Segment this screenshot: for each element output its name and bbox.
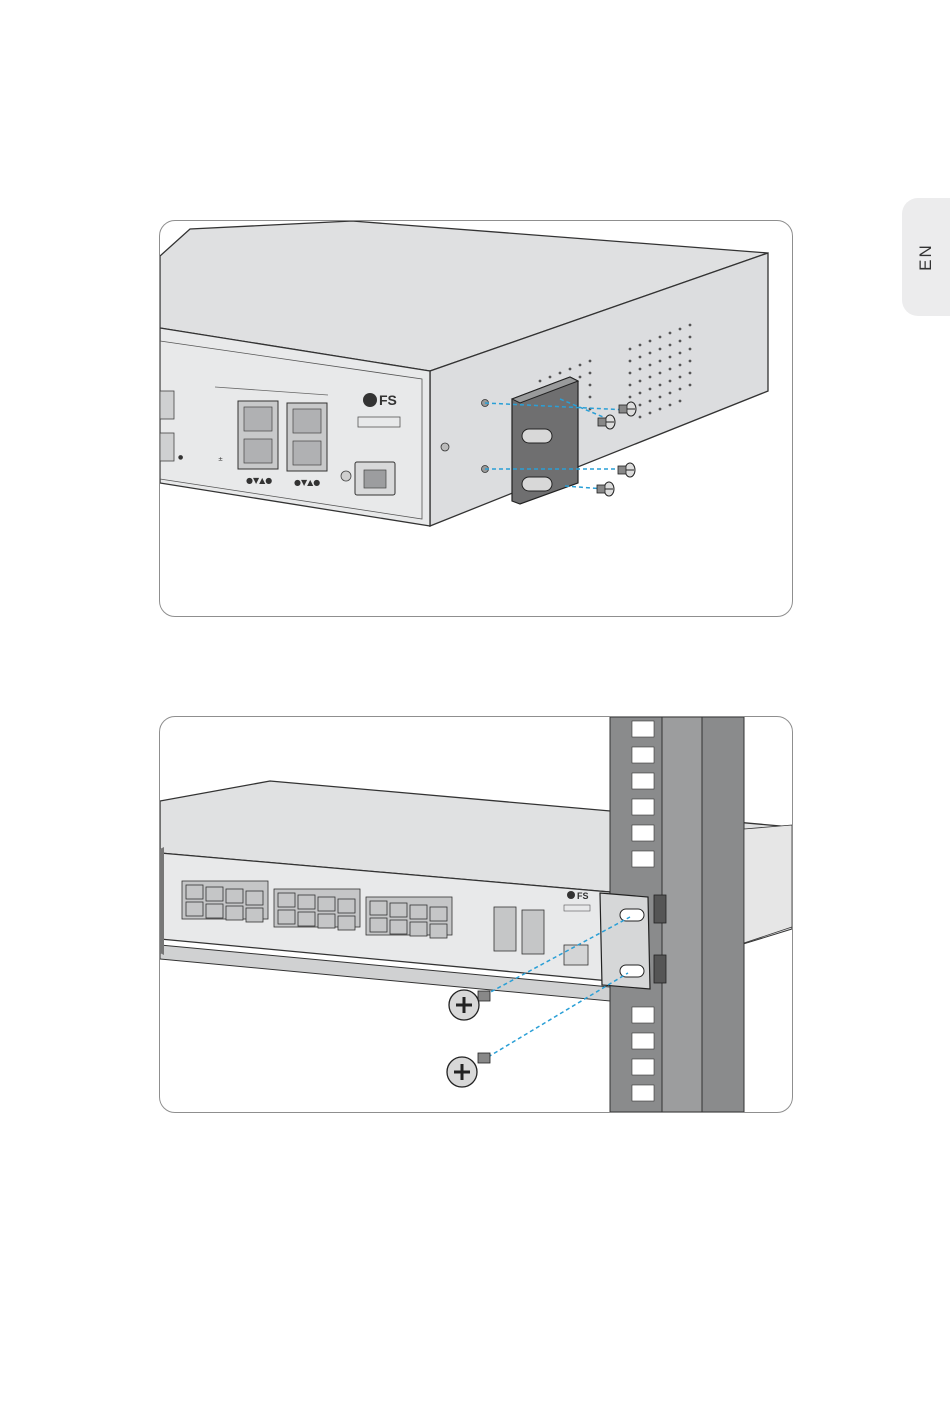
language-label: EN: [916, 241, 936, 273]
svg-text:●: ●: [178, 454, 183, 461]
bracket-install-illustration: ●▼▲● ●▼▲● ● ± FS: [160, 221, 792, 616]
svg-text:FS: FS: [577, 891, 589, 901]
svg-text:FS: FS: [379, 392, 397, 408]
screw-icon: [447, 1053, 490, 1087]
language-tab[interactable]: EN: [902, 198, 950, 316]
figure-rack-install: FS: [159, 716, 793, 1113]
svg-text:±: ±: [218, 456, 223, 463]
rj45-port: [160, 433, 174, 461]
rack-install-illustration: FS: [160, 717, 792, 1112]
svg-text:●▼▲●: ●▼▲●: [294, 478, 320, 487]
fs-logo-icon: FS: [363, 392, 397, 408]
screw-icon: [449, 990, 490, 1020]
svg-text:●▼▲●: ●▼▲●: [246, 476, 272, 485]
screw-icon: [597, 482, 614, 496]
rj45-port: [160, 391, 174, 419]
figure-bracket-install: ●▼▲● ●▼▲● ● ± FS: [159, 220, 793, 617]
mounting-bracket: [512, 377, 578, 504]
led-indicator: [341, 471, 351, 481]
console-port: [564, 945, 588, 965]
screw-icon: [618, 463, 635, 477]
